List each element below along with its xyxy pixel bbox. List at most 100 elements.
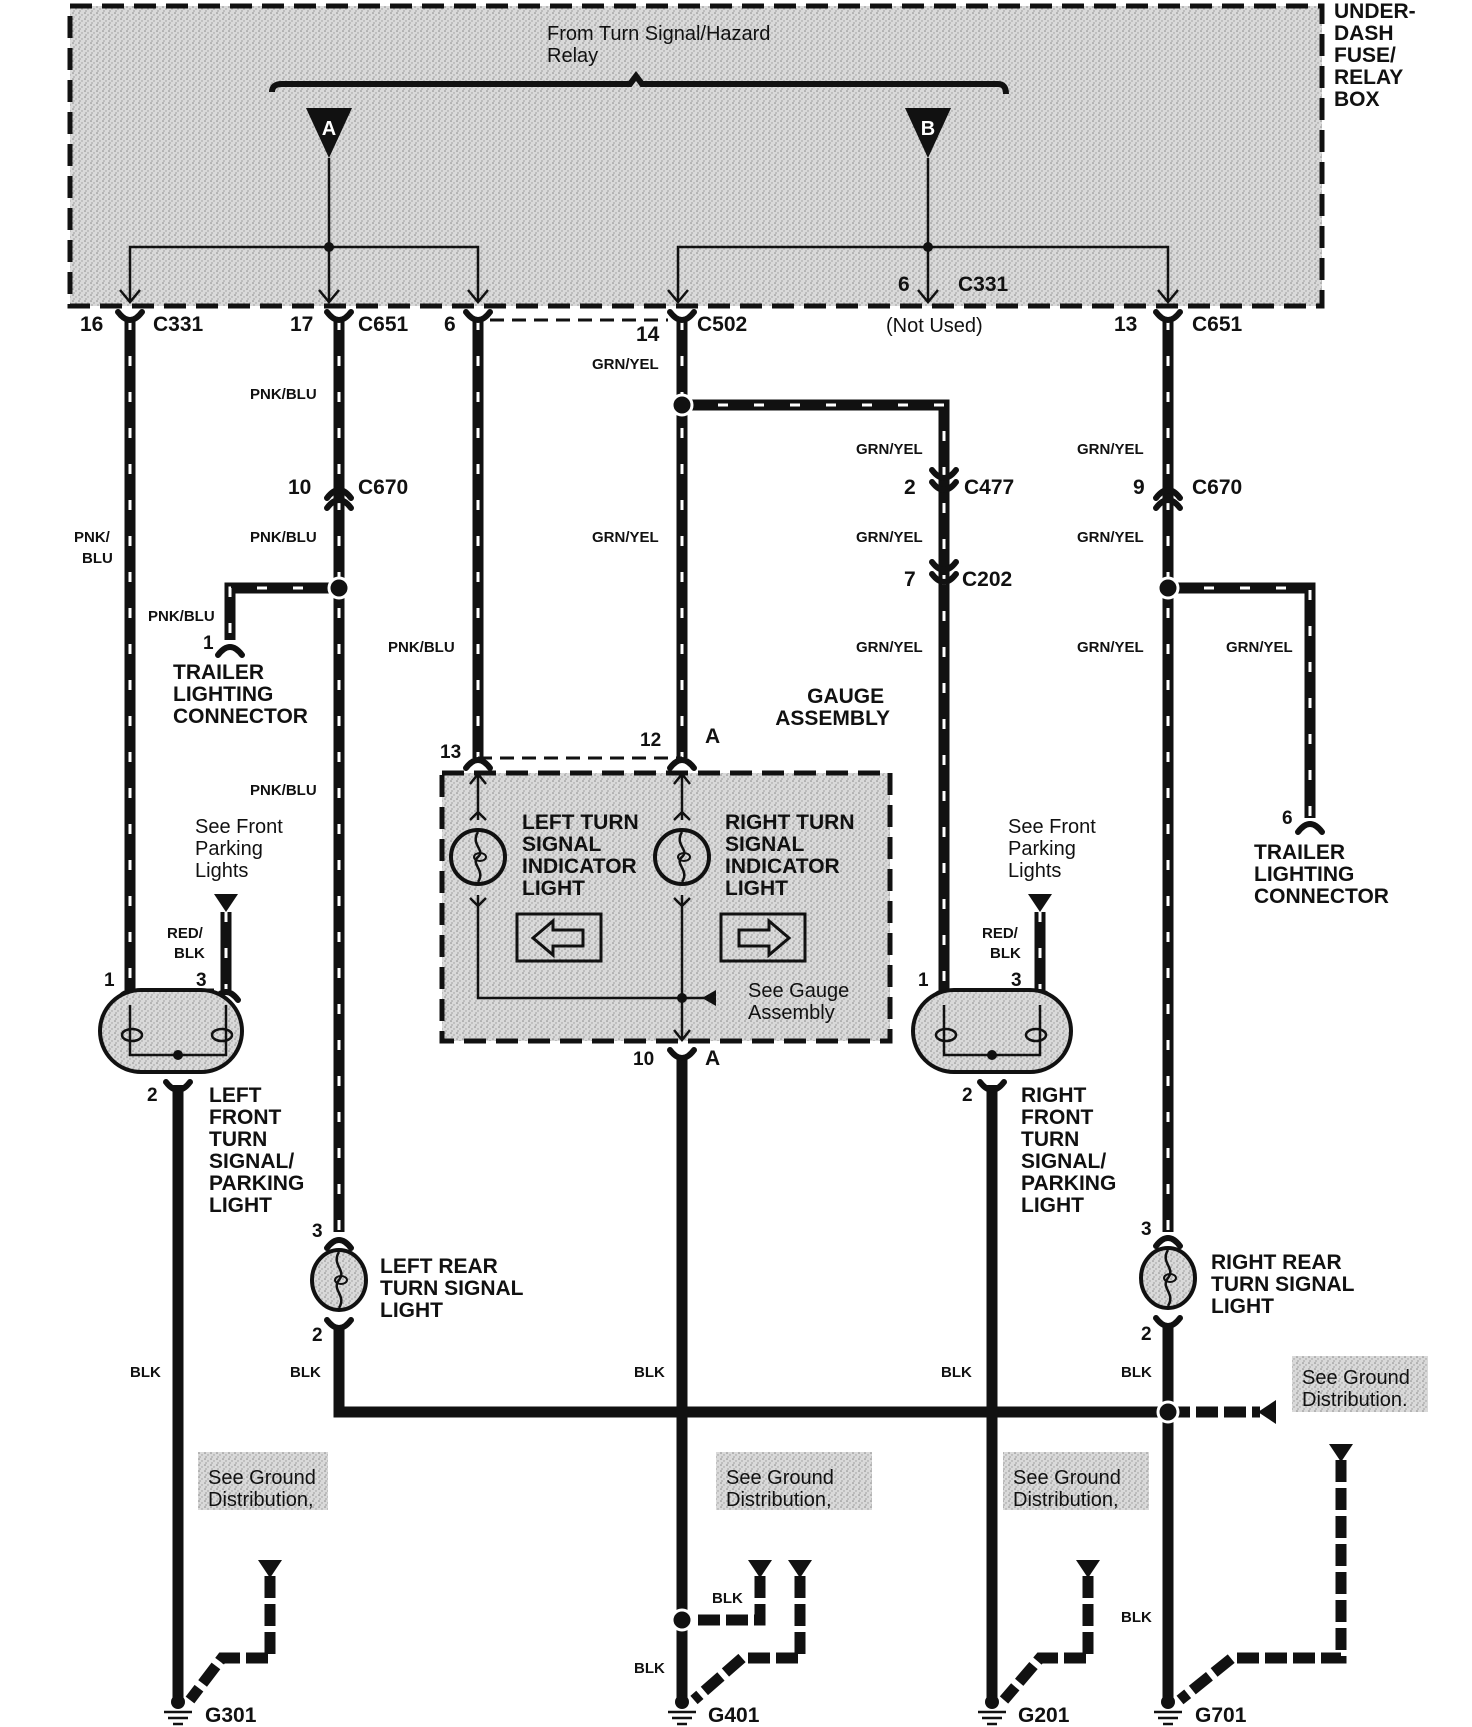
- svg-text:2: 2: [147, 1085, 158, 1106]
- ground-symbol-icon-2: [978, 1695, 1006, 1726]
- see-front-parking-right: See Front Parking Lights: [1008, 816, 1101, 882]
- under-dash-fuse-relay-box: [67, 3, 1325, 309]
- wire-pnk-blu-trailer-left: [224, 582, 339, 640]
- see-gauge-assembly-note: See Gauge Assembly: [748, 980, 855, 1024]
- connector-y-icon-c670-right-b: [1153, 497, 1183, 511]
- connector-y-icon-gauge-13: [463, 757, 493, 771]
- svg-text:GRN/YEL: GRN/YEL: [856, 639, 923, 656]
- ground-lines: [978, 1710, 1006, 1726]
- connector-y-icon-lf-2: [163, 1079, 193, 1093]
- svg-text:G701: G701: [1195, 1704, 1247, 1727]
- svg-text:BLK: BLK: [712, 1590, 743, 1607]
- svg-text:TRAILER LIGHTING C: TRAILER LIGHTING CONNECTOR: [1254, 841, 1389, 908]
- svg-text:GRN/YEL: GRN/YEL: [1077, 441, 1144, 458]
- left-indicator-label: LEFT TURN SIGNAL INDICATOR LIGHT: [522, 811, 645, 900]
- svg-text:BLK: BLK: [634, 1364, 665, 1381]
- svg-text:BLK: BLK: [1121, 1364, 1152, 1381]
- splice-dot-1: [670, 393, 694, 417]
- svg-text:C502: C502: [697, 313, 747, 336]
- splice-dot-0: [327, 576, 351, 600]
- left-arrow-icon: [515, 912, 603, 963]
- svg-text:6: 6: [1282, 808, 1293, 829]
- reference-triangle-icon-1: [1028, 894, 1052, 912]
- svg-text:C477: C477: [964, 476, 1014, 499]
- svg-text:14: 14: [636, 323, 660, 346]
- svg-text:3: 3: [1011, 970, 1022, 991]
- wire-grn-yel-trailer-right-stripe: [1168, 586, 1312, 818]
- connector-y-icon-c477-b: [929, 479, 959, 493]
- gauge-pin-12: 12: [640, 730, 661, 751]
- ground-terminal: [1161, 1695, 1175, 1709]
- reference-triangle-icon-6: [1329, 1444, 1353, 1462]
- left-rear-light-label: LEFT REAR TURN SIGNAL LIGHT: [380, 1255, 529, 1322]
- svg-text:C331: C331: [153, 313, 204, 336]
- svg-text:2: 2: [312, 1325, 323, 1346]
- connector-y-icon-top-1: [324, 309, 354, 323]
- svg-text:BLK: BLK: [941, 1364, 972, 1381]
- relay-internal-wiring: [119, 158, 1179, 304]
- relay-terminal-a: A: [306, 108, 352, 158]
- svg-text:1: 1: [918, 970, 929, 991]
- wire-color-labels: PNK/BLU PNK/BLU PNK/ BLU PNK/BLU PNK/BLU…: [74, 356, 1293, 1677]
- svg-text:G301: G301: [205, 1704, 257, 1727]
- top-connectors: 16 C331 17 C651 6 14 C502 6 C331 (Not Us…: [80, 273, 1243, 346]
- wire-grn-yel-trailer-right-body: [1168, 582, 1316, 818]
- svg-text:6: 6: [444, 313, 456, 336]
- ground-stub-g401-a: [682, 1576, 766, 1626]
- connector-y-icon-rr-2: [1153, 1315, 1183, 1329]
- svg-text:7: 7: [904, 568, 916, 591]
- ground-lines: [668, 1710, 696, 1726]
- svg-text:16: 16: [80, 313, 103, 336]
- connector-y-icon-top-2: [463, 309, 493, 323]
- svg-text:PNK/BLU: PNK/BLU: [250, 386, 317, 403]
- connector-y-icon-c202: [929, 559, 959, 573]
- connector-y-icon-c670-left-b: [324, 497, 354, 511]
- svg-text:GRN/YEL: GRN/YEL: [856, 529, 923, 546]
- reference-triangle-icon-0: [214, 894, 238, 912]
- splice-dot-4: [670, 1608, 694, 1632]
- wire-grn-yel-right-front: [682, 399, 950, 990]
- trailer-lighting-connector-right: 6 TRAILER LIGHTING CONNECTOR: [1254, 808, 1389, 908]
- left-front-pins: 1 3 2: [104, 970, 207, 1106]
- gauge-assembly-label: GAUGE ASSEMBLY: [775, 685, 890, 730]
- gauge-pin-10: 10: [633, 1049, 654, 1070]
- ground-lines: [164, 1710, 192, 1726]
- svg-text:BLK: BLK: [1121, 1609, 1152, 1626]
- svg-text:C331: C331: [958, 273, 1009, 296]
- wire-pnk-blu-trailer-left-stripe: [228, 586, 339, 640]
- ground-lines: [1154, 1710, 1182, 1726]
- relay-brace: [269, 71, 1009, 95]
- connector-y-icon-lr-3: [324, 1237, 354, 1251]
- connector-y-icon-trailer-right: [1295, 821, 1325, 835]
- connector-y-icon-rr-3: [1153, 1235, 1183, 1249]
- right-rear-pins: 3 2: [1141, 1219, 1152, 1345]
- right-rear-light-icon: [1139, 1246, 1197, 1310]
- svg-text:TRAILER LIGHTING C: TRAILER LIGHTING CONNECTOR: [173, 661, 308, 728]
- right-front-pins: 1 3 2: [918, 970, 1022, 1106]
- svg-text:BLK: BLK: [634, 1660, 665, 1677]
- ground-stub-g201-body: [999, 1576, 1094, 1704]
- gauge-out-connector-a: A: [705, 1047, 720, 1070]
- wires: [124, 320, 1353, 1706]
- svg-text:RED/: RED/: [982, 925, 1019, 942]
- svg-text:C670: C670: [358, 476, 408, 499]
- ground-dist-arrow-icon: [1258, 1400, 1276, 1424]
- connector-y-icon-gauge-12: [667, 757, 697, 771]
- splice-dot-3: [1156, 1400, 1180, 1424]
- grounds: [164, 1695, 1182, 1726]
- svg-text:3: 3: [1141, 1219, 1152, 1240]
- svg-text:1: 1: [104, 970, 115, 991]
- connector-y-icon-lr-2: [324, 1317, 354, 1331]
- right-rear-light-label: RIGHT REAR TURN SIGNAL LIGHT: [1211, 1251, 1360, 1318]
- gauge-pin-13: 13: [440, 742, 461, 763]
- svg-text:PNK/BLU: PNK/BLU: [250, 529, 317, 546]
- svg-text:3: 3: [312, 1221, 323, 1242]
- svg-text:2: 2: [904, 476, 916, 499]
- connector-y-icon-top-0: [115, 309, 145, 323]
- svg-text:G401: G401: [708, 1704, 760, 1727]
